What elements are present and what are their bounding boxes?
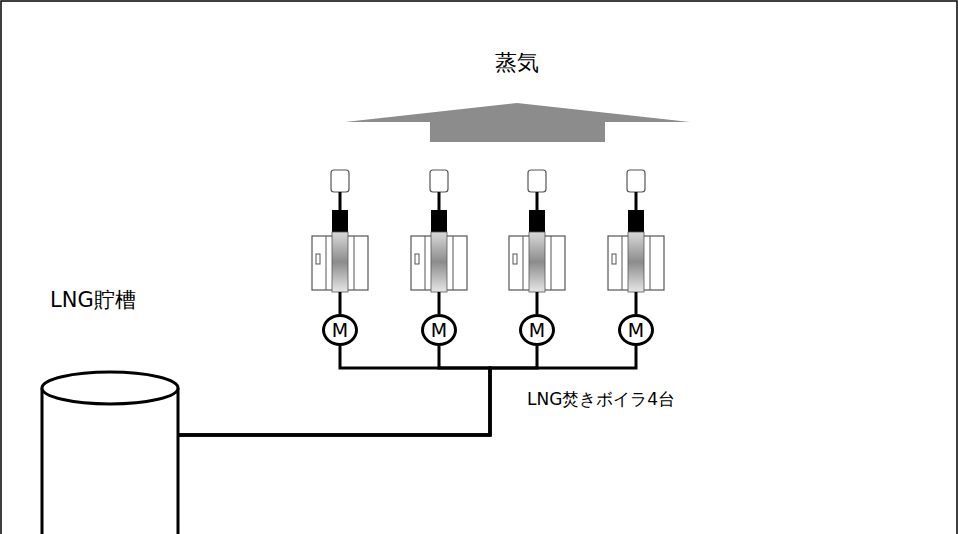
pipe-line: [178, 346, 537, 435]
lng-tank: LNG貯槽: [40, 284, 182, 534]
motor-label: M: [431, 321, 447, 340]
motor-label: M: [628, 321, 644, 340]
pipe-line: [178, 346, 490, 435]
steam-label: 蒸気: [495, 48, 539, 78]
boiler-figure: [312, 170, 368, 314]
tank-cylinder: [40, 284, 182, 534]
boiler-figure: [608, 170, 664, 314]
motor-label: M: [332, 321, 348, 340]
motor-symbol: M: [519, 314, 555, 346]
steam-arrow: [345, 103, 690, 142]
motor-symbol: M: [618, 314, 654, 346]
motor-symbol: M: [421, 314, 457, 346]
pipe-line: [178, 346, 490, 435]
motor-symbol: M: [322, 314, 358, 346]
boiler-figure: [509, 170, 565, 314]
motor-label: M: [529, 321, 545, 340]
tank-label: LNG貯槽: [50, 286, 182, 314]
boiler-figure: [411, 170, 467, 314]
boiler-caption: LNG焚きボイラ4台: [527, 388, 675, 411]
